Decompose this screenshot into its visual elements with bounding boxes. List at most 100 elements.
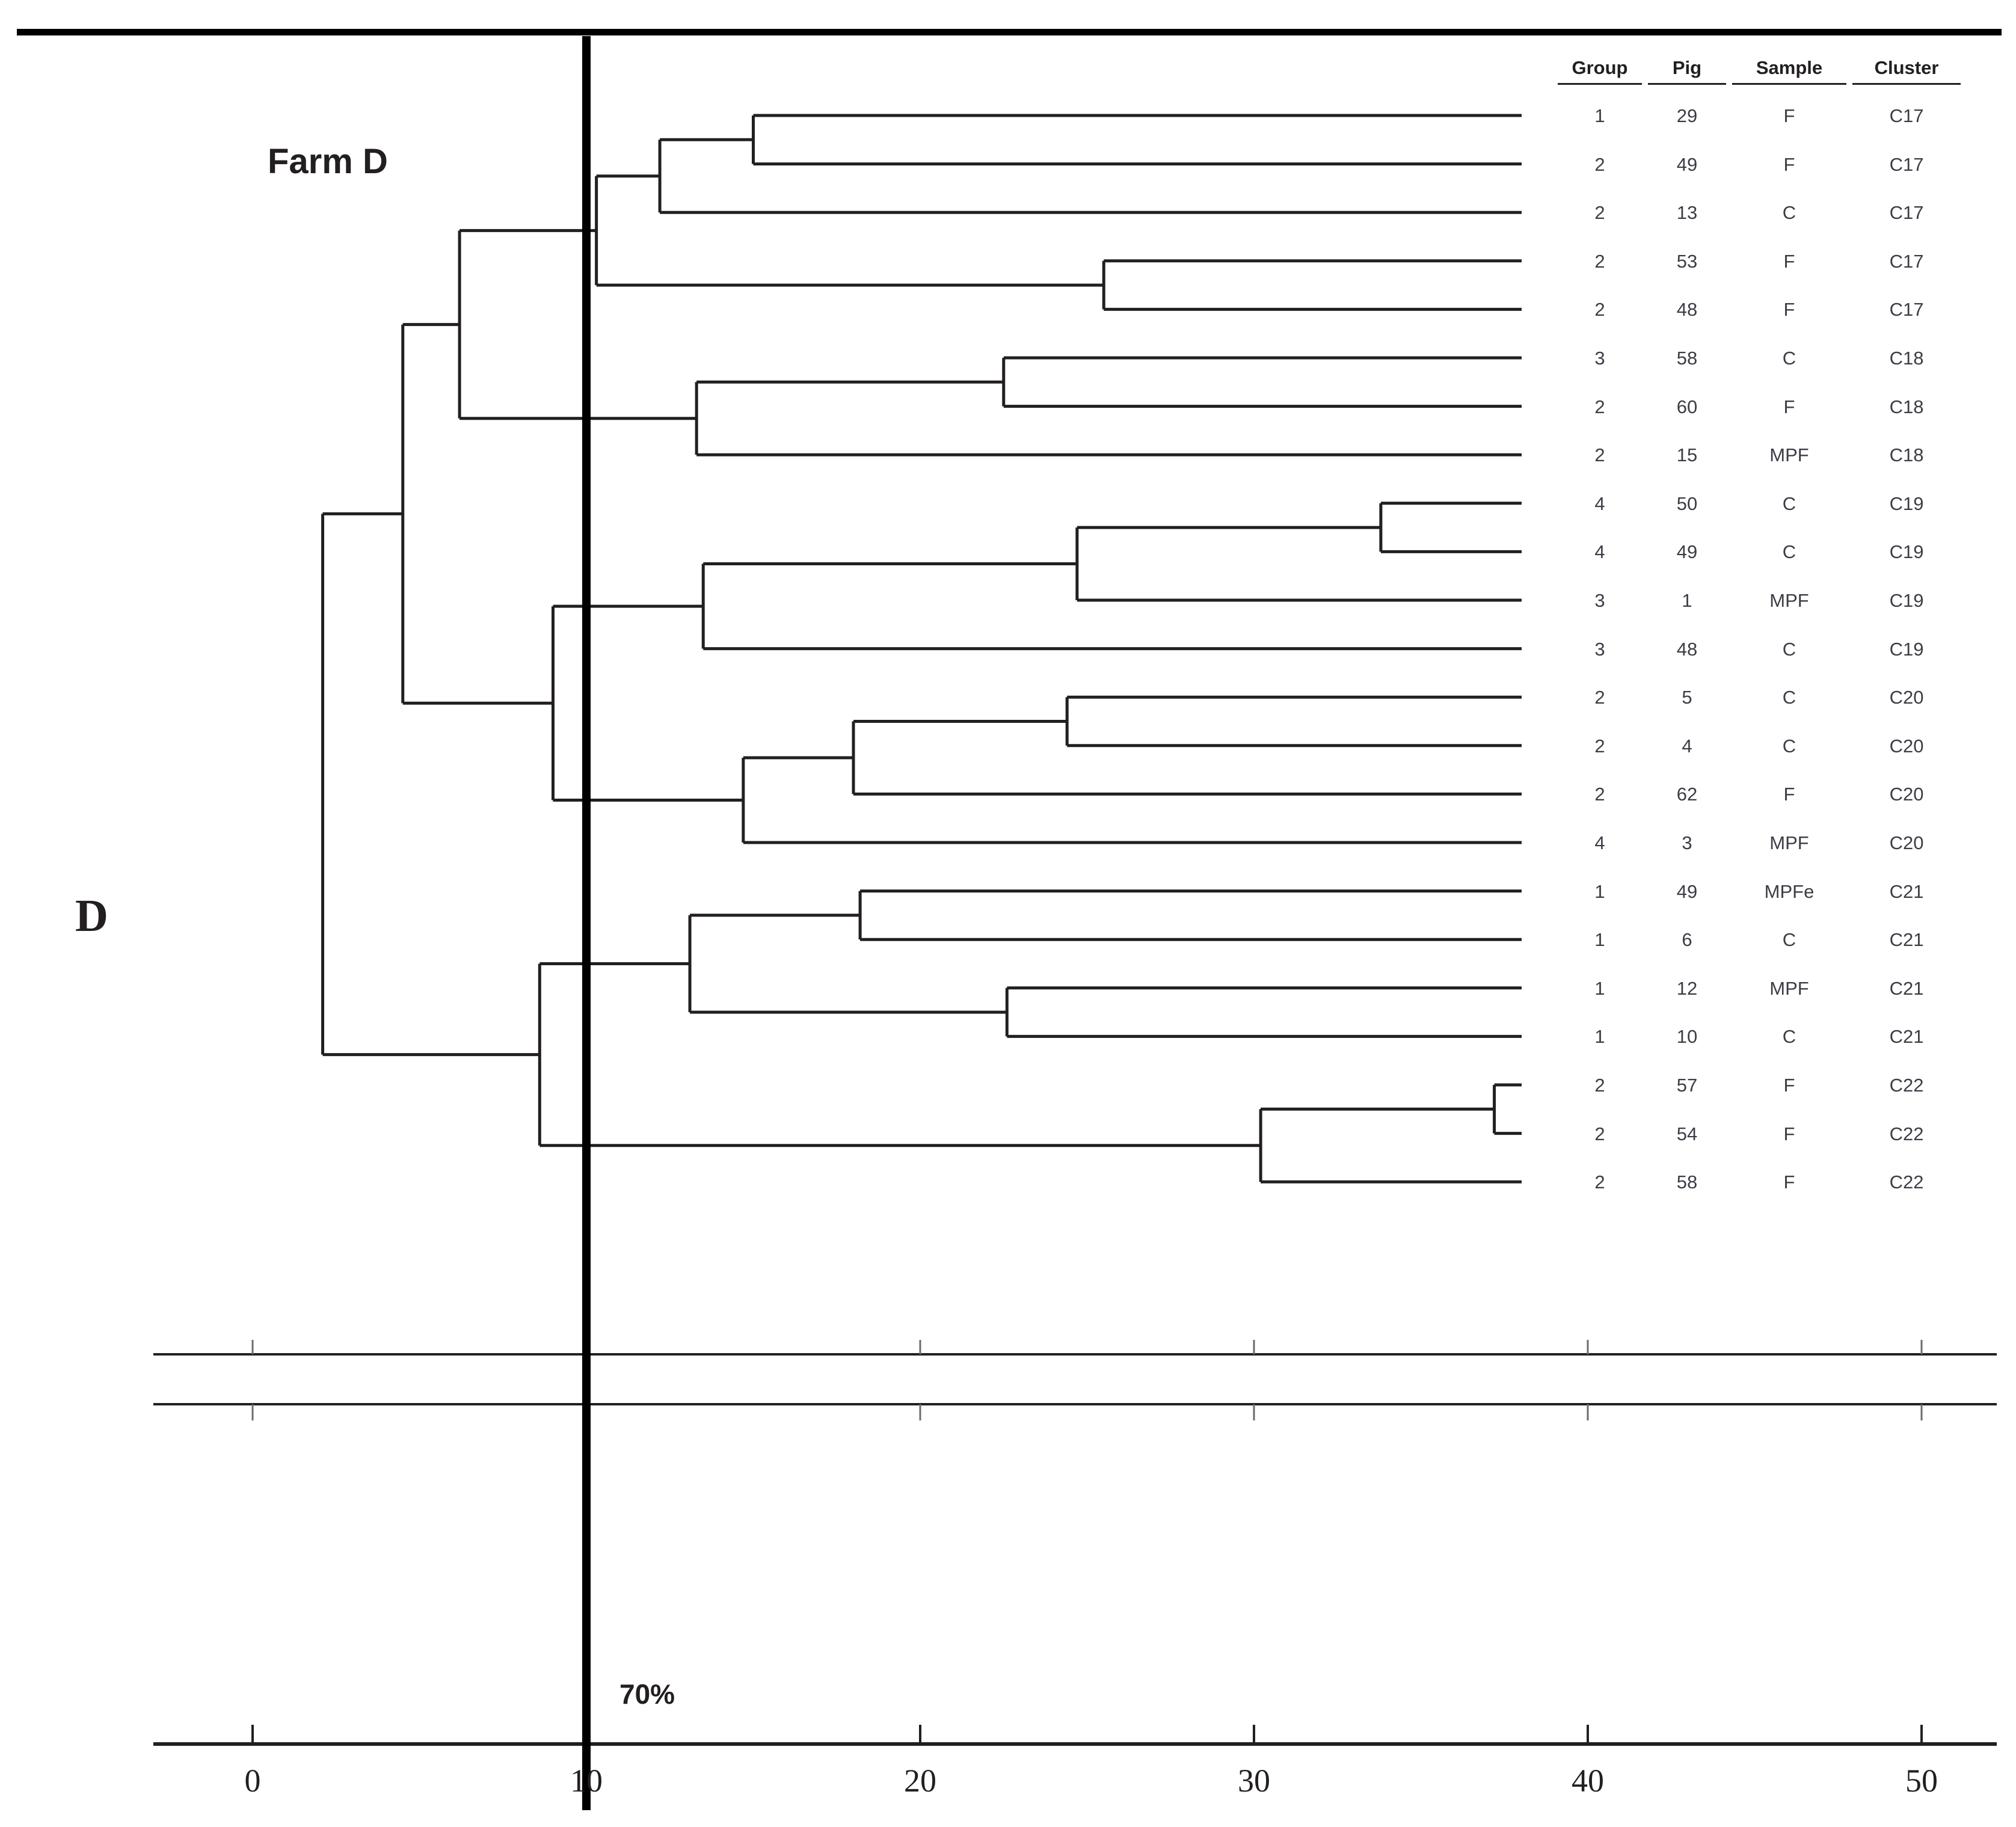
table-cell-pig: 29	[1676, 105, 1698, 126]
table-cell-sample: F	[1783, 396, 1795, 417]
threshold-label: 70%	[619, 1678, 675, 1710]
table-cell-group: 3	[1594, 638, 1605, 660]
table-cell-cluster: C20	[1889, 735, 1924, 757]
table-cell-pig: 53	[1676, 250, 1698, 272]
table-cell-pig: 13	[1676, 202, 1698, 224]
table-cell-cluster: C17	[1889, 250, 1924, 272]
table-cell-group: 1	[1594, 977, 1605, 999]
table-cell-pig: 10	[1676, 1026, 1698, 1048]
table-cell-cluster: C19	[1889, 590, 1924, 611]
table-cell-group: 2	[1594, 250, 1605, 272]
table-cell-group: 3	[1594, 348, 1605, 369]
table-cell-sample: MPFe	[1764, 880, 1815, 902]
table-cell-group: 1	[1594, 880, 1605, 902]
table-cell-group: 3	[1594, 590, 1605, 611]
table-cell-sample: MPF	[1769, 977, 1809, 999]
x-tick-label: 50	[1905, 1763, 1938, 1799]
table-cell-group: 1	[1594, 929, 1605, 951]
table-cell-group: 2	[1594, 1171, 1605, 1193]
table-cell-pig: 60	[1676, 396, 1698, 417]
axis-rule-ticks	[251, 1340, 1923, 1420]
table-cell-cluster: C17	[1889, 153, 1924, 175]
table-cell-cluster: C18	[1889, 396, 1924, 417]
table-cell-sample: MPF	[1769, 444, 1809, 466]
table-cell-pig: 3	[1682, 832, 1692, 853]
table-cell-pig: 12	[1676, 977, 1698, 999]
table-cell-group: 4	[1594, 493, 1605, 514]
table-cell-sample: F	[1783, 1075, 1795, 1096]
table-cell-pig: 6	[1682, 929, 1692, 951]
table-cell-sample: F	[1783, 105, 1795, 126]
table-cell-sample: F	[1783, 1123, 1795, 1144]
table-cell-cluster: C17	[1889, 105, 1924, 126]
table-cell-pig: 1	[1682, 590, 1692, 611]
table-cell-pig: 5	[1682, 687, 1692, 708]
x-tick-label: 20	[904, 1763, 936, 1799]
table-cell-pig: 58	[1676, 1171, 1698, 1193]
table-cell-group: 2	[1594, 202, 1605, 224]
table-cell-pig: 58	[1676, 348, 1698, 369]
x-tick-label: 30	[1238, 1763, 1270, 1799]
table-cell-cluster: C22	[1889, 1171, 1924, 1193]
table-cell-sample: C	[1782, 638, 1796, 660]
table-cell-pig: 48	[1676, 299, 1698, 321]
table-cell-cluster: C19	[1889, 493, 1924, 514]
table-cell-cluster: C17	[1889, 299, 1924, 321]
top-rule	[17, 29, 2002, 35]
table-cell-cluster: C21	[1889, 1026, 1924, 1048]
table-cell-sample: C	[1782, 202, 1796, 224]
table-cell-pig: 54	[1676, 1123, 1698, 1144]
table-cell-pig: 49	[1676, 880, 1698, 902]
table-cell-cluster: C18	[1889, 348, 1924, 369]
table-cell-group: 2	[1594, 153, 1605, 175]
table-cell-group: 2	[1594, 299, 1605, 321]
table-cell-sample: F	[1783, 1171, 1795, 1193]
table-cell-sample: C	[1782, 929, 1796, 951]
table-header-cluster: Cluster	[1852, 57, 1961, 85]
x-tick-label: 10	[570, 1763, 603, 1799]
table-cell-pig: 48	[1676, 638, 1698, 660]
table-cell-cluster: C21	[1889, 929, 1924, 951]
table-cell-group: 2	[1594, 784, 1605, 805]
table-cell-cluster: C17	[1889, 202, 1924, 224]
table-cell-sample: C	[1782, 687, 1796, 708]
table-cell-cluster: C19	[1889, 541, 1924, 563]
table-header-sample: Sample	[1732, 57, 1846, 85]
table-cell-group: 2	[1594, 444, 1605, 466]
table-cell-group: 2	[1594, 1123, 1605, 1144]
table-cell-cluster: C18	[1889, 444, 1924, 466]
x-axis-ticks	[251, 1725, 1923, 1744]
table-cell-group: 2	[1594, 735, 1605, 757]
table-cell-sample: F	[1783, 153, 1795, 175]
table-cell-sample: C	[1782, 1026, 1796, 1048]
table-cell-sample: F	[1783, 784, 1795, 805]
panel-letter: D	[75, 891, 108, 941]
table-cell-group: 4	[1594, 541, 1605, 563]
table-cell-cluster: C20	[1889, 832, 1924, 853]
table-cell-group: 2	[1594, 396, 1605, 417]
x-tick-label: 0	[244, 1763, 261, 1799]
table-cell-cluster: C21	[1889, 880, 1924, 902]
table-cell-cluster: C22	[1889, 1123, 1924, 1144]
table-cell-sample: F	[1783, 250, 1795, 272]
table-cell-cluster: C22	[1889, 1075, 1924, 1096]
table-cell-pig: 57	[1676, 1075, 1698, 1096]
table-cell-group: 4	[1594, 832, 1605, 853]
table-cell-pig: 50	[1676, 493, 1698, 514]
table-cell-cluster: C20	[1889, 687, 1924, 708]
table-cell-sample: F	[1783, 299, 1795, 321]
table-cell-pig: 49	[1676, 541, 1698, 563]
table-cell-cluster: C19	[1889, 638, 1924, 660]
farm-title: Farm D	[268, 142, 388, 181]
table-cell-pig: 15	[1676, 444, 1698, 466]
table-header-pig: Pig	[1648, 57, 1726, 85]
table-cell-group: 2	[1594, 687, 1605, 708]
x-tick-label: 40	[1572, 1763, 1604, 1799]
table-cell-cluster: C20	[1889, 784, 1924, 805]
table-cell-pig: 62	[1676, 784, 1698, 805]
table-cell-pig: 4	[1682, 735, 1692, 757]
table-cell-sample: C	[1782, 735, 1796, 757]
